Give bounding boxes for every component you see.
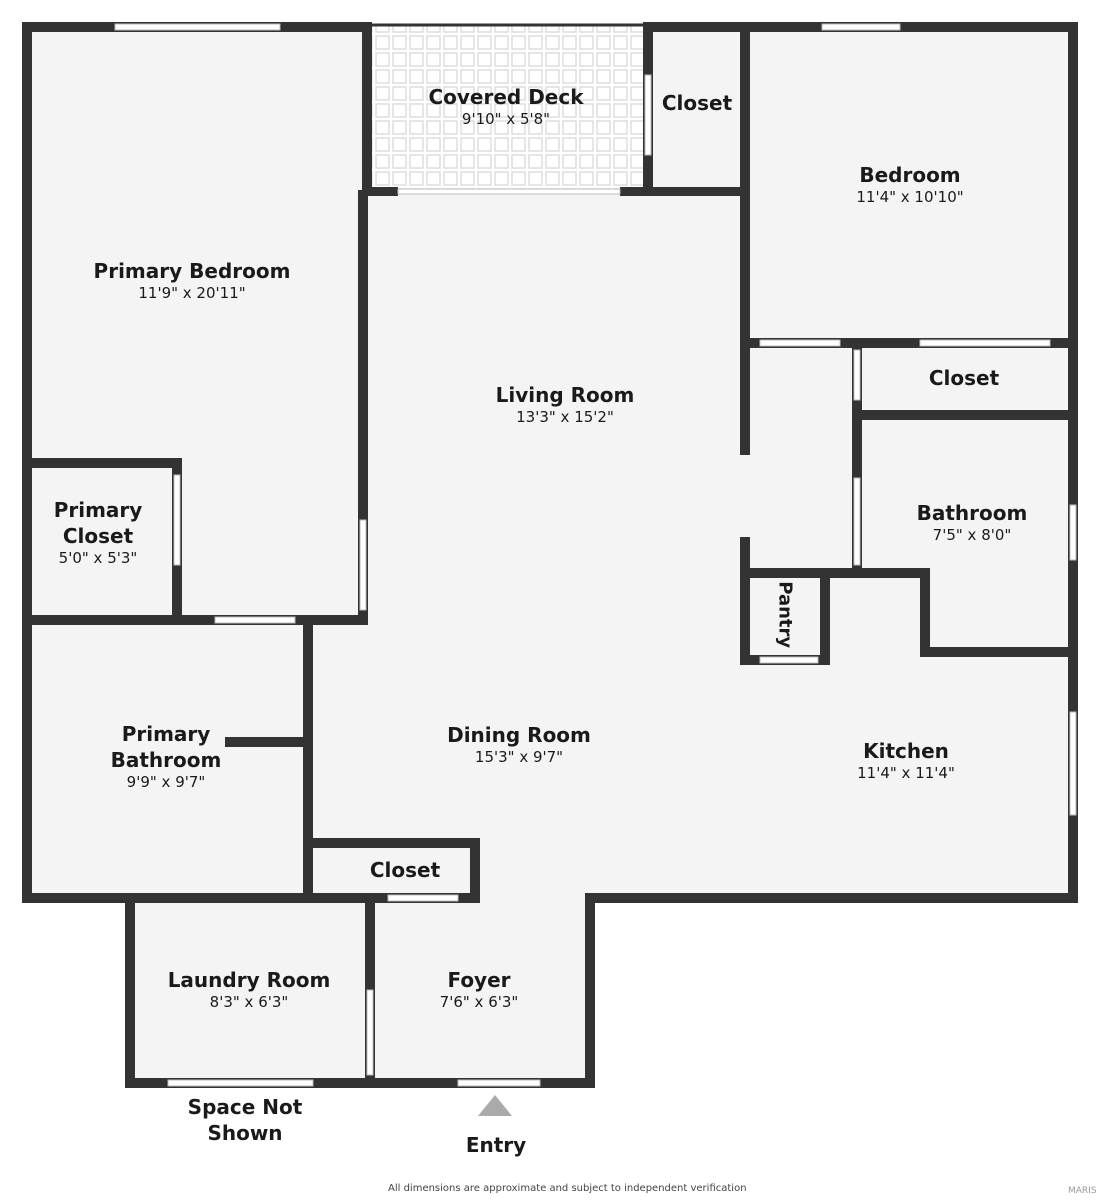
- room-name: Laundry Room: [167, 968, 331, 992]
- room-closet-foyer: Closet: [370, 857, 440, 883]
- room-name: Primary Closet: [53, 498, 143, 548]
- space-not-shown-label: Space Not Shown: [185, 1094, 305, 1146]
- watermark: MARIS: [1068, 1186, 1097, 1196]
- room-dim: 8'3" x 6'3": [209, 993, 289, 1011]
- disclaimer: All dimensions are approximate and subje…: [388, 1183, 747, 1194]
- room-dim: 7'5" x 8'0": [932, 526, 1012, 544]
- entry-label: Entry: [466, 1132, 526, 1158]
- room-dim: 5'0" x 5'3": [58, 549, 138, 567]
- room-name: Closet: [661, 91, 733, 115]
- covered-deck-tiles: [370, 26, 645, 190]
- room-name: Closet: [369, 858, 441, 882]
- room-closet-top: Closet: [662, 90, 732, 116]
- room-dim: 9'9" x 9'7": [126, 773, 206, 791]
- room-name: Primary Bathroom: [110, 722, 222, 772]
- room-name: Bedroom: [859, 163, 961, 187]
- room-dim: 11'4" x 10'10": [856, 188, 964, 206]
- room-name: Foyer: [447, 968, 511, 992]
- room-name: Closet: [928, 366, 1000, 390]
- floor-fill: [27, 27, 1077, 1082]
- entry-arrow-icon: [478, 1095, 512, 1116]
- room-pantry: Pantry: [773, 581, 796, 648]
- room-dim: 9'10" x 5'8": [461, 110, 551, 128]
- room-closet-right: Closet: [929, 365, 999, 391]
- windows-doors: [114, 23, 1077, 1087]
- room-dim: 7'6" x 6'3": [439, 993, 519, 1011]
- room-dim: 15'3" x 9'7": [474, 748, 564, 766]
- room-name: Living Room: [495, 383, 635, 407]
- room-name: Covered Deck: [428, 85, 584, 109]
- room-name: Primary Bedroom: [93, 259, 291, 283]
- entry-text: Entry: [465, 1133, 527, 1157]
- room-dim: 13'3" x 15'2": [516, 408, 614, 426]
- room-dim: 11'9" x 20'11": [138, 284, 246, 302]
- space-not-shown-text: Space Not Shown: [187, 1095, 303, 1145]
- room-name: Pantry: [774, 581, 796, 649]
- room-dim: 11'4" x 11'4": [857, 764, 955, 782]
- room-name: Bathroom: [916, 501, 1028, 525]
- room-name: Kitchen: [863, 739, 949, 763]
- room-name: Dining Room: [447, 723, 591, 747]
